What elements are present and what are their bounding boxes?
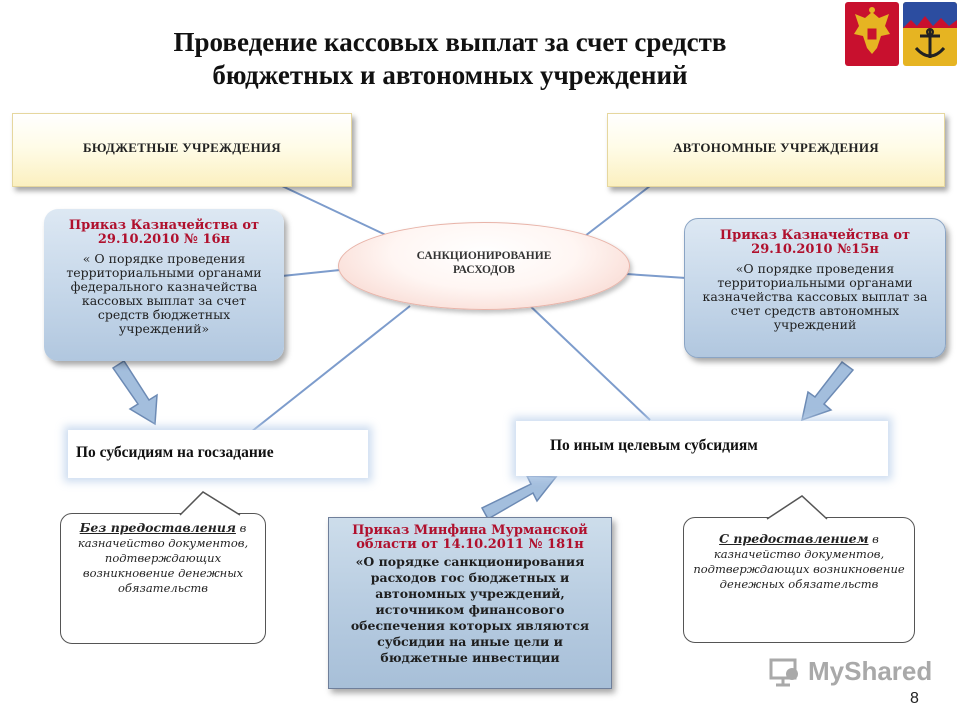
center-label-line: РАСХОДОВ <box>453 264 515 276</box>
watermark-text: MyShared <box>808 656 933 686</box>
subsidy-label: По иным целевым субсидиям <box>550 437 758 454</box>
state-task-subsidies-box: По субсидиям на госзадание <box>68 430 368 478</box>
mysharedlogo-icon <box>769 658 798 687</box>
connector-line <box>584 185 651 237</box>
autonomous-institutions-header: АВТОНОМНЫЕ УЧРЕЖДЕНИЯ <box>607 113 945 187</box>
callout-text: в казначейство документов, подтверждающи… <box>693 532 905 591</box>
order-body: «О порядке санкционирования расходов гос… <box>350 554 590 665</box>
connector-line <box>525 301 651 421</box>
order-title: Приказ Казначейства от 29.10.2010 № 16н <box>68 218 260 247</box>
order-title: Приказ Минфина Мурманской области от 14.… <box>352 523 588 552</box>
with-documents-callout: С предоставлением в казначейство докумен… <box>683 517 915 643</box>
header-label: БЮДЖЕТНЫЕ УЧРЕЖДЕНИЯ <box>83 140 281 155</box>
connector-line <box>281 269 341 277</box>
other-target-subsidies-box: По иным целевым субсидиям <box>516 421 888 476</box>
myshared-watermark: MyShared <box>768 654 932 690</box>
callout-pointer <box>766 495 828 520</box>
treasury-order-16n-box: Приказ Казначейства от 29.10.2010 № 16н … <box>44 209 284 361</box>
callout-emphasis: С предоставлением <box>719 531 869 546</box>
connector-line <box>245 305 411 437</box>
arrow-up-right-icon <box>480 475 558 521</box>
without-documents-callout: Без предоставления в казначейство докуме… <box>60 513 266 644</box>
order-title: Приказ Казначейства от 29.10.2010 №15н <box>719 228 911 257</box>
slide-title: Проведение кассовых выплат за счет средс… <box>60 26 840 92</box>
minfin-murmansk-order-box: Приказ Минфина Мурманской области от 14.… <box>328 517 612 689</box>
subsidy-label: По субсидиям на госзадание <box>76 444 274 461</box>
expense-authorization-node: САНКЦИОНИРОВАНИЕ РАСХОДОВ <box>338 222 630 310</box>
callout-pointer <box>179 491 241 516</box>
callout-text: в казначейство документов, подтверждающи… <box>77 521 249 595</box>
treasury-order-15n-box: Приказ Казначейства от 29.10.2010 №15н «… <box>684 218 946 358</box>
russia-coat-of-arms-icon <box>845 2 899 66</box>
arrow-down-right-icon <box>111 359 158 426</box>
budget-institutions-header: БЮДЖЕТНЫЕ УЧРЕЖДЕНИЯ <box>12 113 352 187</box>
title-line: Проведение кассовых выплат за счет средс… <box>173 27 727 57</box>
connector-line <box>625 273 687 279</box>
header-label: АВТОНОМНЫЕ УЧРЕЖДЕНИЯ <box>673 140 879 155</box>
callout-emphasis: Без предоставления <box>79 520 236 535</box>
center-label-line: САНКЦИОНИРОВАНИЕ <box>416 250 552 262</box>
connector-line <box>281 185 389 237</box>
title-line: бюджетных и автономных учреждений <box>212 60 688 90</box>
arrow-down-left-icon <box>800 360 855 422</box>
order-body: «О порядке проведения территориальными о… <box>702 261 928 332</box>
page-number: 8 <box>910 690 919 707</box>
order-body: « О порядке проведения территориальными … <box>66 251 262 336</box>
murmansk-oblast-coat-of-arms-icon <box>903 2 957 66</box>
